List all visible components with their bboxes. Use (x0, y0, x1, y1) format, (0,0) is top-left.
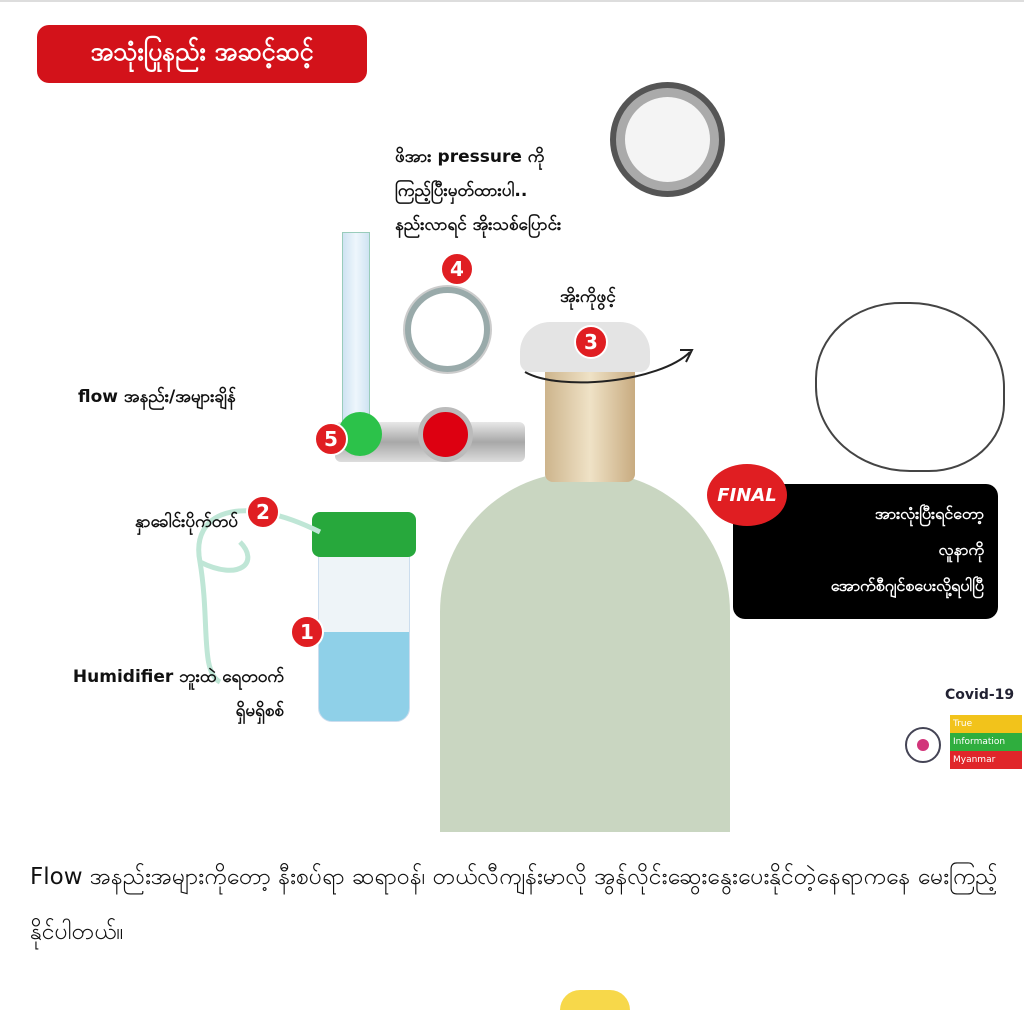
next-post-image-preview[interactable] (560, 990, 630, 1010)
open-arrow-icon (524, 349, 694, 384)
humidifier-cap (312, 512, 416, 557)
step-1-line: Humidifier ဘူးထဲ ရေတဝက် (72, 667, 284, 687)
oxygen-tank (440, 472, 730, 832)
step-1-badge: 1 (290, 615, 324, 649)
logo-row-myanmar: Myanmar (950, 751, 1022, 769)
step-4-line: နည်းလာရင် အိုးသစ်ပြောင်း (395, 215, 562, 235)
step-5-label: flow အနည်း/အများချိန် (78, 387, 236, 407)
step-2-badge: 2 (246, 495, 280, 529)
patient-face-icon (815, 302, 1005, 472)
final-line: အောက်စီဂျင်စပေးလို့ရပါပြီ (830, 576, 984, 595)
final-line: လူနာကို (938, 540, 984, 559)
top-divider (0, 0, 1024, 2)
step-4-badge: 4 (440, 252, 474, 286)
step-5-badge: 5 (314, 422, 348, 456)
step-3-badge: 3 (574, 325, 608, 359)
mascot-face-icon (625, 97, 710, 182)
virus-logo-icon (905, 727, 941, 763)
step-1-label: Humidifier ဘူးထဲ ရေတဝက် ရှိမရှိစစ် (44, 660, 284, 728)
step-4-label: ဖိအား pressure ကို ကြည့်ပြီးမှတ်ထားပါ.. … (395, 140, 561, 242)
post-image[interactable]: အသုံးပြုနည်း အဆင့်ဆင့် ဖိအား pressure ကိ… (0, 2, 1024, 832)
pressure-gauge-icon (405, 287, 490, 372)
step-3-label: အိုးကိုဖွင့် (560, 287, 616, 307)
final-badge: FINAL (707, 464, 787, 526)
step-1-line: ရှိမရှိစစ် (235, 701, 284, 721)
regulator-gauge-icon (418, 407, 473, 462)
post-caption: Flow အနည်းအများကိုတော့ နီးစပ်ရာ ဆရာဝန်၊ … (30, 864, 998, 945)
logo-title: Covid-19 (945, 687, 1015, 703)
flowmeter-tube (342, 232, 370, 422)
step-4-line: ဖိအား pressure ကို (395, 147, 545, 167)
logo-row-true: True (950, 715, 1022, 733)
step-4-line: ကြည့်ပြီးမှတ်ထားပါ.. (395, 181, 528, 201)
final-line: အားလုံးပြီးရင်တော့ (874, 504, 984, 523)
step-2-label: နှာခေါင်းပိုက်တပ် (134, 512, 238, 532)
infographic-title: အသုံးပြုနည်း အဆင့်ဆင့် (37, 25, 367, 83)
logo-row-information: Information (950, 733, 1022, 751)
